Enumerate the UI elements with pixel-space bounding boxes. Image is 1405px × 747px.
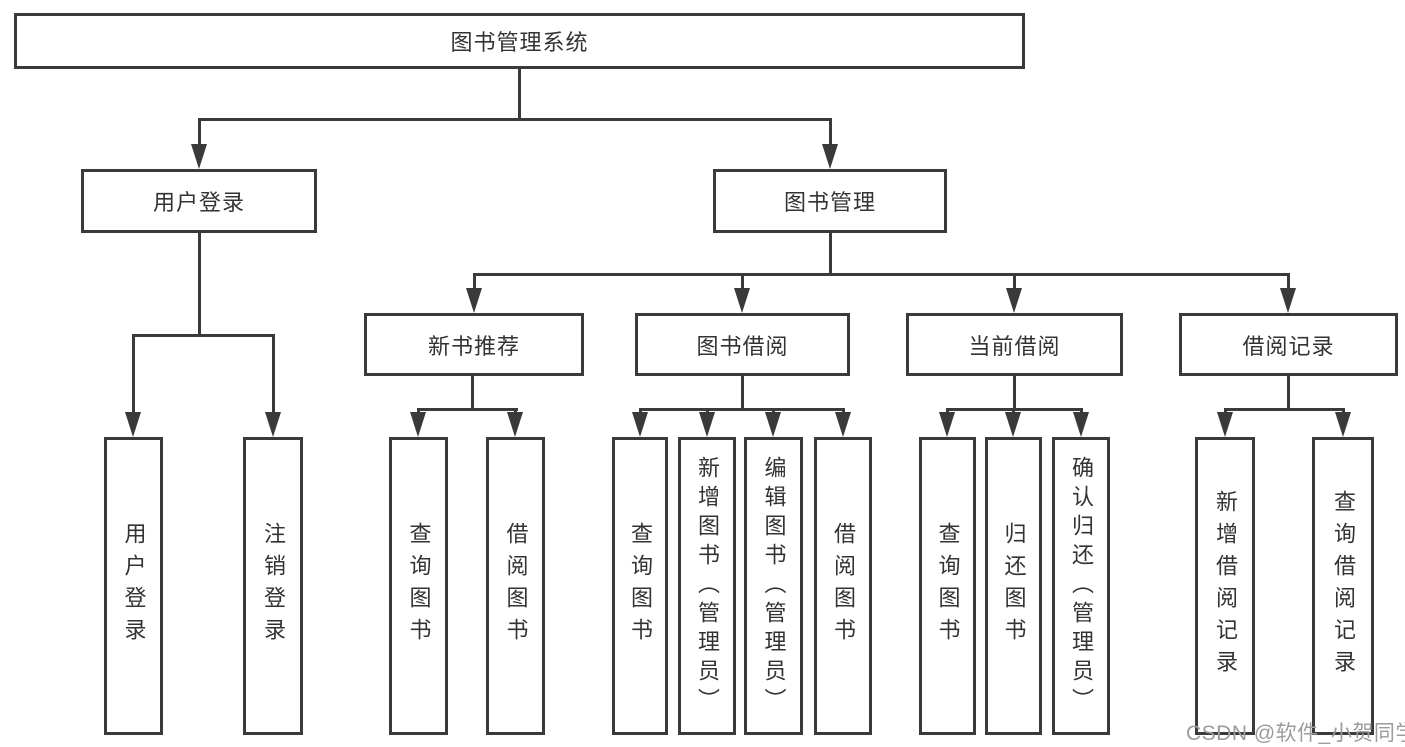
root-node-label: 图书管理系统 [450,30,589,55]
leaf-borrow-borrow-books-label: 借阅图书 [831,522,856,650]
leaf-user-login-label: 用户登录 [121,522,147,650]
arrow-down-icon [835,412,851,437]
connector-line [198,118,201,146]
connector-line [132,334,275,337]
connector-line [1012,408,1015,415]
leaf-borrow-borrow-books: 借阅图书 [814,437,872,735]
arrow-down-icon [734,288,750,313]
connector-line [514,408,517,415]
connector-line [639,408,642,415]
arrow-down-icon [699,412,715,437]
node-book-borrow-label: 图书借阅 [696,333,789,359]
leaf-logout: 注销登录 [243,437,303,735]
arrow-down-icon [765,412,781,437]
connector-line [417,408,518,411]
arrow-down-icon [1280,288,1296,313]
leaf-borrow-edit-books-admin: 编辑图书（管理员） [744,437,803,735]
arrow-down-icon [939,412,955,437]
node-current-borrow-label: 当前借阅 [968,333,1061,359]
arrow-down-icon [191,144,207,169]
leaf-records-add-record: 新增借阅记录 [1195,437,1255,735]
root-node-library-system: 图书管理系统 [14,13,1025,69]
arrow-down-icon [507,412,523,437]
node-new-book-recommend-label: 新书推荐 [427,333,520,359]
connector-line [1013,273,1016,290]
arrow-down-icon [1005,412,1021,437]
node-borrow-records: 借阅记录 [1179,313,1398,376]
arrow-down-icon [632,412,648,437]
leaf-records-query-record: 查询借阅记录 [1312,437,1374,735]
connector-line [518,69,521,120]
leaf-records-add-record-label: 新增借阅记录 [1213,490,1238,682]
connector-line [198,118,832,121]
node-book-borrow: 图书借阅 [635,313,850,376]
arrow-down-icon [1073,412,1089,437]
node-book-management: 图书管理 [713,169,947,233]
connector-line [473,273,1290,276]
connector-line [772,408,775,415]
leaf-records-query-record-label: 查询借阅记录 [1331,490,1356,682]
leaf-logout-label: 注销登录 [261,522,286,650]
leaf-newbooks-query-books: 查询图书 [389,437,448,735]
connector-line [1287,376,1290,410]
node-current-borrow: 当前借阅 [906,313,1123,376]
arrow-down-icon [1335,412,1351,437]
connector-line [842,408,845,415]
connector-line [741,273,744,290]
connector-line [417,408,420,415]
csdn-watermark: CSDN @软件_小贺同学 [1186,722,1405,745]
leaf-newbooks-query-books-label: 查询图书 [406,522,432,650]
arrow-down-icon [265,412,281,437]
connector-line [1013,376,1016,410]
leaf-borrow-query-books: 查询图书 [612,437,668,735]
leaf-current-query-books-label: 查询图书 [935,522,961,650]
connector-line [706,408,709,415]
node-book-management-label: 图书管理 [783,190,876,215]
leaf-current-return-books: 归还图书 [985,437,1042,735]
arrow-down-icon [410,412,426,437]
connector-line [639,408,845,411]
arrow-down-icon [1217,412,1233,437]
connector-line [1342,408,1345,415]
leaf-user-login: 用户登录 [104,437,163,735]
connector-line [946,408,949,415]
node-user-login-label: 用户登录 [152,190,245,215]
connector-line [473,273,476,290]
connector-line [471,376,474,410]
connector-line [1224,408,1227,415]
leaf-borrow-add-books-admin: 新增图书（管理员） [678,437,736,735]
arrow-down-icon [822,144,838,169]
leaf-current-confirm-return-admin: 确认归还（管理员） [1052,437,1110,735]
leaf-current-query-books: 查询图书 [919,437,976,735]
arrow-down-icon [466,288,482,313]
connector-line [1224,408,1345,411]
node-borrow-records-label: 借阅记录 [1242,333,1335,359]
arrow-down-icon [1006,288,1022,313]
connector-line [1287,273,1290,290]
connector-line [198,233,201,337]
leaf-newbooks-borrow-books-label: 借阅图书 [503,522,529,650]
leaf-current-confirm-return-admin-label: 确认归还（管理员） [1069,455,1094,717]
connector-line [132,334,135,413]
leaf-borrow-query-books-label: 查询图书 [628,522,653,650]
arrow-down-icon [125,412,141,437]
connector-line [829,233,832,275]
node-new-book-recommend: 新书推荐 [364,313,584,376]
connector-line [741,376,744,410]
connector-line [1080,408,1083,415]
connector-line [272,334,275,413]
leaf-current-return-books-label: 归还图书 [1001,522,1027,650]
leaf-borrow-edit-books-admin-label: 编辑图书（管理员） [761,455,787,717]
leaf-newbooks-borrow-books: 借阅图书 [486,437,545,735]
leaf-borrow-add-books-admin-label: 新增图书（管理员） [695,455,720,717]
connector-line [829,118,832,146]
node-user-login: 用户登录 [81,169,317,233]
